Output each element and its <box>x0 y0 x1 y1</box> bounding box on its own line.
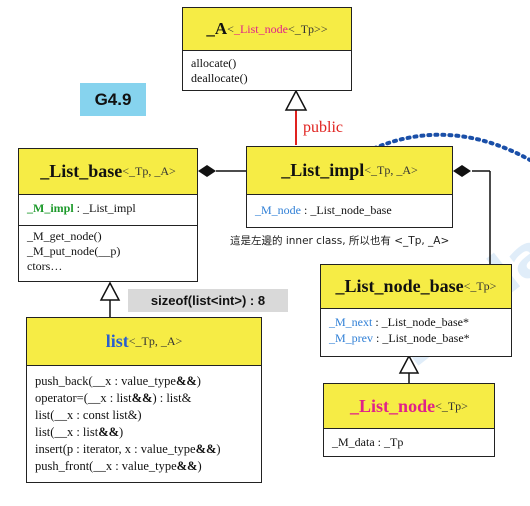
list-impl-tparams: <_Tp, _A> <box>364 163 418 177</box>
list-base-name: _List_base <box>40 161 123 181</box>
m-prev-member: _M_prev : _List_node_base* <box>329 331 470 345</box>
sizeof-text: sizeof(list<int>) : 8 <box>150 293 266 308</box>
method-operator-assign: operator=(__x : list&&) : list& <box>35 391 192 405</box>
m-impl-member: _M_impl <box>27 201 74 215</box>
list-node-tparams: <_Tp> <box>435 398 468 413</box>
allocator-tparams-close: <_Tp>> <box>287 21 328 36</box>
method-push-front: push_front(__x : value_type&&) <box>35 459 202 473</box>
list-node-base-tparams: <_Tp> <box>463 279 497 293</box>
allocator-methods: allocate() deallocate() <box>183 51 351 89</box>
list-base-methods: _M_get_node() _M_put_node(__p) ctors… <box>19 225 197 277</box>
inherit-arrow-a <box>284 89 308 111</box>
sizeof-label: sizeof(list<int>) : 8 <box>128 289 288 312</box>
m-next-member: _M_next : _List_node_base* <box>329 315 469 329</box>
list-tparams: <_Tp, _A> <box>128 334 183 348</box>
list-impl-header: _List_impl <_Tp, _A> <box>247 147 452 195</box>
list-base-header: _List_base <_Tp, _A> <box>19 149 197 195</box>
list-base-class-box: _List_base <_Tp, _A> _M_impl : _List_imp… <box>18 148 198 282</box>
list-node-name: _List_node <box>350 395 436 416</box>
method-move-ctor: list(__x : list&&) <box>35 425 124 439</box>
allocator-class-name: _A <box>206 19 228 38</box>
list-impl-class-box: _List_impl <_Tp, _A> _M_node : _List_nod… <box>246 146 453 228</box>
list-node-base-members: _M_next : _List_node_base* _M_prev : _Li… <box>321 309 511 349</box>
list-impl-members: _M_node : _List_node_base <box>247 195 452 221</box>
compose-diamond-impl <box>453 165 471 177</box>
list-base-tparams: <_Tp, _A> <box>122 164 176 178</box>
list-node-header: _List_node <_Tp> <box>324 384 494 429</box>
dotted-curve <box>298 132 530 202</box>
m-node-type: : _List_node_base <box>301 203 392 217</box>
method-get-node: _M_get_node() <box>27 229 102 243</box>
inherit-arrow-base <box>99 281 121 301</box>
m-data-member: _M_data : _Tp <box>332 435 404 449</box>
list-header: list <_Tp, _A> <box>27 318 261 366</box>
method-copy-ctor: list(__x : const list&) <box>35 408 142 422</box>
list-node-base-header: _List_node_base <_Tp> <box>321 265 511 309</box>
inherit-arrow-nodebase <box>398 354 420 374</box>
list-methods: push_back(__x : value_type&&) operator=(… <box>27 366 261 478</box>
version-badge: G4.9 <box>80 83 146 116</box>
public-label: public <box>303 119 343 136</box>
version-badge-label: G4.9 <box>94 89 132 109</box>
list-node-class-box: _List_node <_Tp> _M_data : _Tp <box>323 383 495 457</box>
method-insert: insert(p : iterator, x : value_type&&) <box>35 442 221 456</box>
compose-diamond-base <box>198 165 216 177</box>
method-push-back: push_back(__x : value_type&&) <box>35 374 201 388</box>
list-base-members: _M_impl : _List_impl <box>19 195 197 225</box>
list-impl-name: _List_impl <box>281 160 365 180</box>
allocator-class-header: _A < _List_node <_Tp>> <box>183 8 351 51</box>
allocator-class-box: _A < _List_node <_Tp>> allocate() deallo… <box>182 7 352 91</box>
m-node-member: _M_node <box>255 203 301 217</box>
method-deallocate: deallocate() <box>191 71 248 85</box>
method-ctors: ctors… <box>27 259 63 273</box>
method-allocate: allocate() <box>191 56 237 70</box>
allocator-tparams-node: _List_node <box>233 21 288 36</box>
list-node-base-name: _List_node_base <box>335 276 464 296</box>
list-node-base-class-box: _List_node_base <_Tp> _M_next : _List_no… <box>320 264 512 357</box>
list-name: list <box>105 331 129 351</box>
allocator-tparams-open: < <box>227 21 234 36</box>
method-put-node: _M_put_node(__p) <box>27 244 121 258</box>
inner-class-note: 這是左邊的 inner class, 所以也有 <_Tp, _A> <box>230 235 450 247</box>
list-node-members: _M_data : _Tp <box>324 429 494 453</box>
m-impl-type: : _List_impl <box>73 201 136 215</box>
list-class-box: list <_Tp, _A> push_back(__x : value_typ… <box>26 317 262 483</box>
